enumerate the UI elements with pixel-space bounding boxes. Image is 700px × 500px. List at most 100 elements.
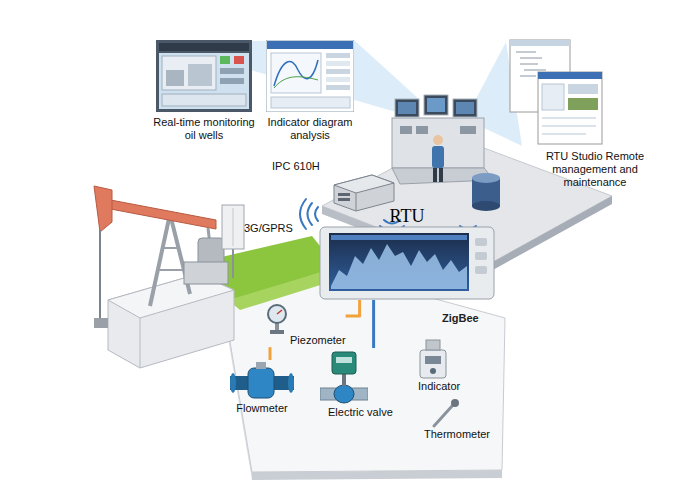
operator-console-part	[460, 126, 476, 134]
node-text: Indicator diagram analysis	[262, 116, 358, 142]
flow-icon-part	[256, 362, 266, 369]
pump-jack-part	[162, 247, 178, 249]
panel0-icon-part	[159, 43, 249, 51]
operator-console-part	[398, 102, 416, 114]
operator-console-part	[392, 118, 484, 168]
operator-console-part	[453, 99, 477, 117]
computer-label: IPC 610H	[272, 160, 398, 213]
wire-connector	[269, 347, 272, 360]
electrical-cabinet-part	[232, 249, 234, 278]
panel1-icon-part	[326, 53, 350, 58]
valve-icon-part	[334, 385, 354, 403]
panel1-icon-part	[274, 77, 318, 88]
node-text: IPC 610H	[272, 160, 398, 173]
valve-icon-part	[332, 352, 356, 374]
indicator-icon-part	[430, 368, 436, 374]
panel2-icon	[506, 38, 606, 146]
panel0-icon-part	[220, 78, 244, 84]
network-label: 3G/GPRS	[244, 222, 293, 235]
electrical-cabinet	[222, 205, 244, 278]
panel0-icon-part	[188, 64, 212, 86]
flow-icon-part	[230, 373, 236, 393]
panel2-icon-part	[510, 40, 570, 46]
panel1-icon-part	[326, 61, 350, 66]
field-platform-part	[228, 270, 505, 472]
rtu-icon-part	[329, 233, 469, 291]
pump-jack-part	[94, 186, 112, 232]
flow-icon	[230, 360, 294, 400]
operator-console-part	[395, 99, 419, 117]
node-text: ZigBee	[442, 312, 479, 325]
field-area: ZigBee PiezometerFlowmeter Electric valve I…	[228, 262, 505, 474]
panel1-icon-part	[267, 41, 353, 49]
node-text: Flowmeter	[230, 402, 294, 415]
storage-cylinder-part	[472, 173, 500, 183]
wire-connector	[372, 300, 375, 348]
indicator-icon-part	[426, 340, 440, 350]
node-text: RTU	[318, 206, 496, 226]
instrument: Thermometer	[424, 398, 490, 441]
rtu-icon-part	[475, 252, 487, 260]
panel0-icon-part	[162, 56, 216, 90]
panel2-icon-part	[542, 126, 596, 127]
rtu-device: RTU	[318, 206, 496, 300]
operator-console-part	[416, 126, 428, 134]
ipc-icon	[332, 173, 396, 213]
panel0-icon-part	[162, 94, 246, 106]
pump-jack-part	[108, 274, 234, 368]
panel2-icon-part	[538, 72, 602, 79]
wire-connector	[346, 300, 360, 316]
piezo-icon-part	[268, 305, 286, 323]
panel2-icon-part	[520, 58, 542, 59]
piezo-icon-part	[277, 310, 282, 314]
panel1-icon-part	[326, 85, 350, 90]
panel1-icon-part	[326, 77, 350, 82]
panel2-icon-part	[524, 70, 546, 71]
indicator-icon	[412, 336, 452, 380]
field-platform	[228, 270, 505, 480]
ipc-icon-part	[356, 193, 357, 211]
panel0-icon	[156, 40, 252, 112]
instrument: Indicator	[408, 336, 460, 393]
panel2-icon-part	[520, 64, 538, 65]
panel2-icon-part	[542, 84, 564, 110]
operator-figure-part	[433, 168, 437, 182]
instrument: Piezometer	[262, 304, 346, 347]
instrument: Electric valve	[316, 348, 393, 419]
thermo-icon-part	[451, 399, 459, 407]
ipc-icon-part	[334, 175, 394, 193]
operator-console-part	[456, 102, 474, 114]
instrument: Flowmeter	[230, 360, 294, 415]
panel2-icon-part	[516, 52, 536, 53]
pump-jack-part	[99, 230, 101, 322]
ipc-icon-part	[334, 175, 394, 211]
piezo-icon-part	[270, 330, 284, 334]
panel2-icon-part	[520, 76, 536, 77]
node-text: Thermometer	[424, 428, 490, 441]
operator-console-part	[400, 126, 412, 134]
thermo-icon	[428, 398, 462, 428]
flow-icon-part	[248, 368, 274, 398]
pump-jack-part	[158, 269, 184, 271]
piezo-icon	[262, 304, 292, 334]
rtu-icon-part	[475, 266, 487, 274]
node-text: Indicator	[418, 380, 460, 393]
storage-cylinder-part	[472, 201, 500, 211]
panel0-icon-part	[159, 53, 249, 109]
pump-jack-part	[140, 318, 141, 368]
valve-icon-part	[342, 374, 346, 386]
panel1-icon-part	[271, 53, 321, 93]
operator-figure-part	[433, 135, 443, 145]
valve-icon-part	[336, 357, 352, 363]
panel1-icon-part	[271, 97, 350, 108]
storage-cylinder	[472, 173, 500, 211]
operator-console-part	[427, 98, 445, 112]
operator-figure-part	[439, 168, 443, 182]
panel2-icon-part	[542, 118, 596, 119]
ipc-icon-part	[338, 193, 350, 196]
node-text: Real-time monitoring oil wells	[148, 116, 260, 142]
panel1-icon-part	[266, 40, 354, 112]
rtu-icon-part	[331, 244, 467, 289]
panel0-icon-part	[156, 40, 252, 112]
